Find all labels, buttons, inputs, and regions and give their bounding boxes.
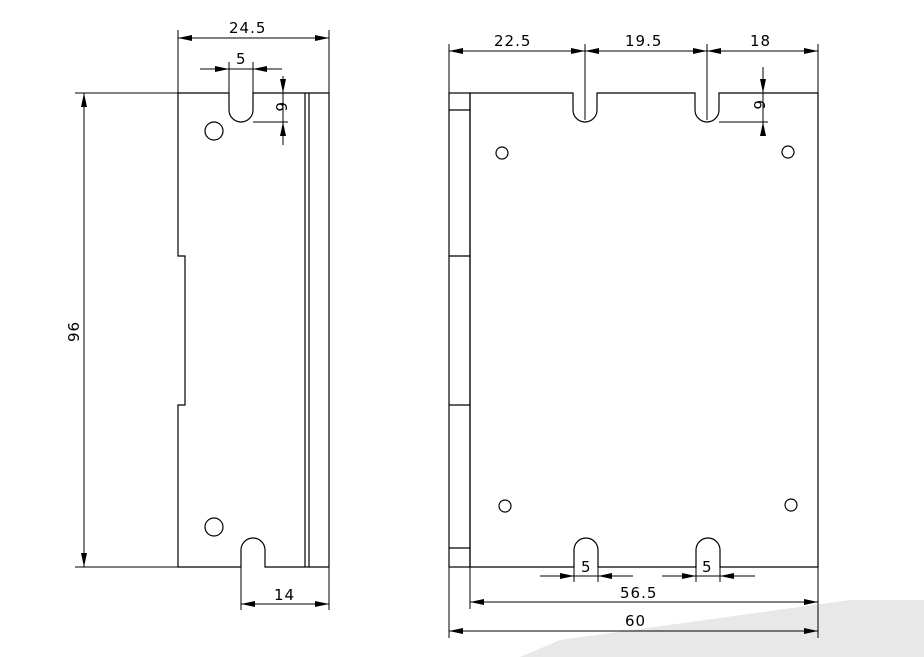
dim-label-front-slot-depth: 6 <box>750 100 768 111</box>
arrowhead <box>315 35 329 41</box>
arrowhead <box>215 66 229 72</box>
side-view-body-outline <box>177 92 330 568</box>
arrowhead <box>571 48 585 54</box>
dim-label-front-top-middle: 19.5 <box>625 32 662 50</box>
side-view-hole-top <box>204 121 224 141</box>
front-view-hole-bottom-right <box>784 498 798 512</box>
arrowhead <box>470 599 484 605</box>
side-view-hole-bottom <box>204 517 224 537</box>
front-view-hole-top-left <box>495 146 509 160</box>
arrowhead <box>804 48 818 54</box>
arrowhead <box>81 553 87 567</box>
side-view: 24.5 5 6 96 14 <box>65 19 330 610</box>
front-view: 22.5 19.5 18 6 5 5 56.5 60 <box>448 32 819 638</box>
dim-label-front-slot-right: 5 <box>702 558 713 576</box>
arrowhead <box>760 79 766 93</box>
front-view-body-outline <box>469 92 819 568</box>
dim-label-front-top-left: 22.5 <box>494 32 531 50</box>
arrowhead <box>81 93 87 107</box>
arrowhead <box>682 573 696 579</box>
arrowhead <box>253 66 267 72</box>
dim-label-front-hole-spacing: 56.5 <box>620 584 657 602</box>
arrowhead <box>804 628 818 634</box>
front-view-left-flange <box>448 92 471 568</box>
arrowhead <box>693 48 707 54</box>
arrowhead <box>280 122 286 136</box>
dim-label-side-slot-width: 5 <box>236 50 247 68</box>
front-view-hole-top-right <box>781 145 795 159</box>
dim-label-side-width: 24.5 <box>229 19 266 37</box>
dim-label-front-slot-left: 5 <box>581 558 592 576</box>
arrowhead <box>720 573 734 579</box>
front-view-hole-bottom-left <box>498 499 512 513</box>
arrowhead <box>241 601 255 607</box>
arrowhead <box>315 601 329 607</box>
dim-label-front-overall-width: 60 <box>625 612 646 630</box>
dim-label-side-slot-depth: 6 <box>272 102 290 113</box>
arrowhead <box>449 48 463 54</box>
arrowhead <box>178 35 192 41</box>
arrowhead <box>585 48 599 54</box>
dim-label-side-height: 96 <box>65 321 83 342</box>
arrowhead <box>707 48 721 54</box>
arrowhead <box>560 573 574 579</box>
arrowhead <box>280 79 286 93</box>
background-shadow <box>520 600 924 657</box>
arrowhead <box>449 628 463 634</box>
arrowhead <box>760 122 766 136</box>
dim-label-front-top-right: 18 <box>750 32 771 50</box>
arrowhead <box>598 573 612 579</box>
dim-label-side-bottom-offset: 14 <box>274 586 295 604</box>
arrowhead <box>804 599 818 605</box>
